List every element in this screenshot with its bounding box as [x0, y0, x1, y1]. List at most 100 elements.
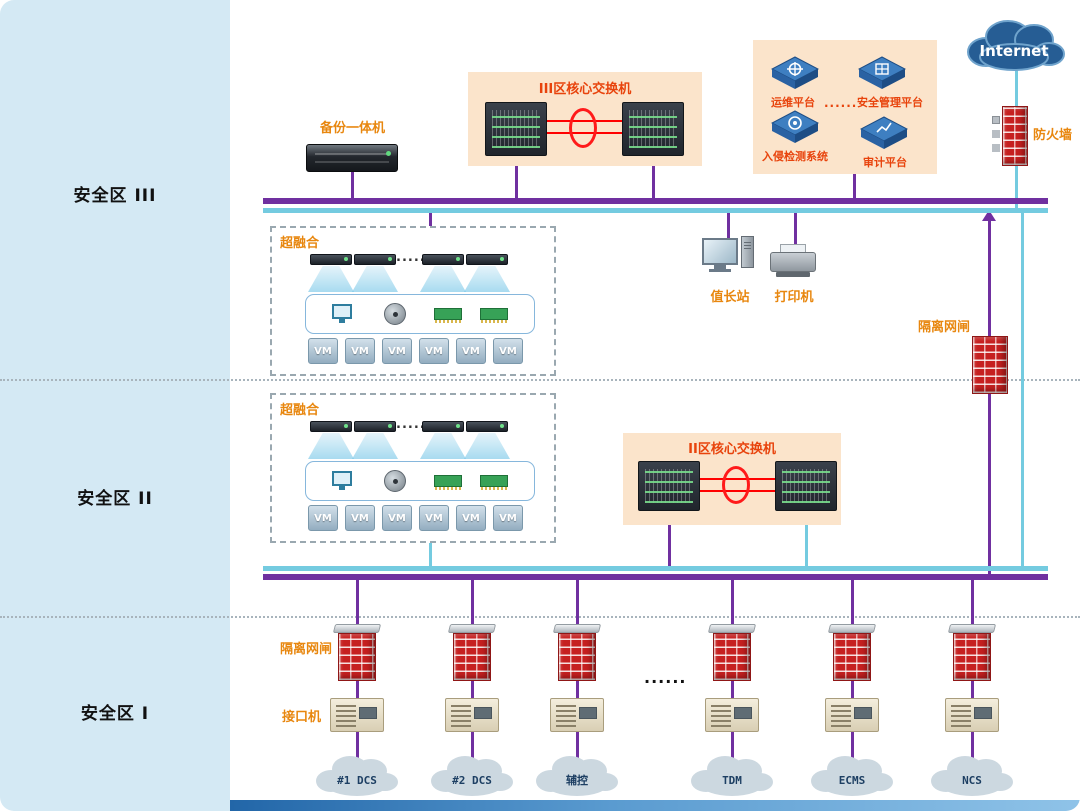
vm-box: VM [382, 505, 412, 531]
printer-link [794, 212, 797, 246]
node-server-icon [354, 421, 396, 432]
ram-icon [434, 308, 462, 323]
node-server-icon [310, 421, 352, 432]
firewall-icon [332, 624, 382, 682]
switch3-link-right [652, 166, 655, 200]
zone3-label: 安全区 III [73, 186, 157, 206]
system-cloud: 辅控 [536, 756, 618, 796]
switch-unit-icon [638, 461, 700, 511]
interface-machine-icon [825, 698, 879, 732]
right-cyan-link [1021, 212, 1024, 568]
system-cloud: TDM [691, 756, 773, 796]
monitor-icon [332, 471, 352, 490]
node-server-icon [466, 254, 508, 265]
zone-separator [0, 379, 1080, 381]
cloud-label: 辅控 [566, 773, 588, 787]
switch-unit-icon [622, 102, 684, 156]
interface-label: 接口机 [282, 710, 322, 725]
vm-box: VM [456, 505, 486, 531]
vm-box: VM [493, 338, 523, 364]
vm-box: VM [382, 338, 412, 364]
firewall-icon [1002, 106, 1028, 166]
zone2-label: 安全区 II [77, 489, 153, 509]
printer-label: 打印机 [774, 290, 814, 305]
node-server-icon [466, 421, 508, 432]
gap-uplink-arrow [982, 210, 996, 221]
security-mgmt-platform-label: 安全管理平台 [857, 96, 923, 109]
virtualization-beam [352, 433, 398, 459]
node-server-icon [422, 421, 464, 432]
zone1-label: 安全区 I [80, 704, 150, 724]
virtualization-beam [464, 266, 510, 292]
interface-machine-icon [945, 698, 999, 732]
ids-icon [771, 110, 819, 143]
vm-box: VM [419, 338, 449, 364]
node-server-icon [422, 254, 464, 265]
vm-box: VM [345, 338, 375, 364]
stack-ring-icon [569, 108, 597, 148]
resource-pool-box [305, 294, 535, 334]
isolation-gap-icon [972, 336, 1008, 394]
internet-label: Internet [979, 42, 1048, 60]
internet-cloud: Internet [967, 20, 1065, 71]
gap-label-zone1: 隔离网闸 [280, 642, 333, 657]
platform-dots: ...... [824, 96, 858, 110]
switch2-link-left [668, 525, 671, 568]
vm-box: VM [419, 505, 449, 531]
virtualization-beam [420, 266, 466, 292]
hyperconverged-title: 超融合 [280, 403, 320, 418]
node-dots: ...... [396, 417, 432, 432]
core-switch-panel-zone2: II区核心交换机 [623, 433, 841, 525]
platforms-link [853, 174, 856, 200]
gap-label-zone3: 隔离网闸 [918, 320, 971, 335]
disk-icon [384, 303, 406, 325]
audit-platform-label: 审计平台 [863, 156, 907, 169]
hyper3-link [429, 212, 432, 228]
ram-icon [434, 475, 462, 490]
hyperconverged-panel-zone3: 超融合 ...... VM VM VM VM VM VM [270, 226, 556, 376]
bottom-accent-bar [230, 800, 1080, 811]
stack-ring-icon [722, 466, 750, 504]
interface-machine-icon [445, 698, 499, 732]
core-switch-title-zone3: III区核心交换机 [538, 82, 632, 97]
interface-machine-icon [330, 698, 384, 732]
workstation-label: 值长站 [710, 290, 750, 305]
core-switch-panel-zone3: III区核心交换机 [468, 72, 702, 166]
backup-label: 备份一体机 [320, 121, 386, 136]
cluster-dots: ...... [644, 668, 687, 687]
printer-tray [776, 272, 810, 277]
node-server-icon [354, 254, 396, 265]
node-dots: ...... [396, 250, 432, 265]
switch3-link-left [515, 166, 518, 200]
zone3-bus-cyan [263, 208, 1048, 213]
vm-box: VM [345, 505, 375, 531]
switch-unit-icon [485, 102, 547, 156]
security-platforms-panel: 运维平台 ...... 安全管理平台 入侵检测系统 审计平台 [753, 40, 937, 174]
backup-server-icon [306, 144, 398, 172]
zone-sidebar: 安全区 III 安全区 II 安全区 I [0, 0, 230, 811]
zone2-bus-purple [263, 574, 1048, 580]
zone2-bus-cyan [263, 566, 1048, 571]
ids-label: 入侵检测系统 [762, 150, 828, 163]
cloud-label: TDM [722, 774, 742, 787]
node-server-icon [310, 254, 352, 265]
switch2-link-right [805, 525, 808, 568]
interface-machine-icon [550, 698, 604, 732]
vm-box: VM [308, 505, 338, 531]
ram-icon [480, 308, 508, 323]
security-mgmt-platform-icon [858, 56, 906, 89]
vm-box: VM [308, 338, 338, 364]
ram-icon [480, 475, 508, 490]
workstation-stand [714, 265, 726, 269]
resource-pool-box [305, 461, 535, 501]
firewall-icon [552, 624, 602, 682]
system-cloud: #2 DCS [431, 756, 513, 796]
core-switch-title-zone2: II区核心交换机 [688, 442, 776, 457]
disk-icon [384, 470, 406, 492]
virtualization-beam [308, 433, 354, 459]
ops-platform-label: 运维平台 [771, 96, 815, 109]
zone-separator [0, 616, 1080, 618]
vm-box: VM [456, 338, 486, 364]
firewall-label: 防火墙 [1033, 128, 1073, 143]
